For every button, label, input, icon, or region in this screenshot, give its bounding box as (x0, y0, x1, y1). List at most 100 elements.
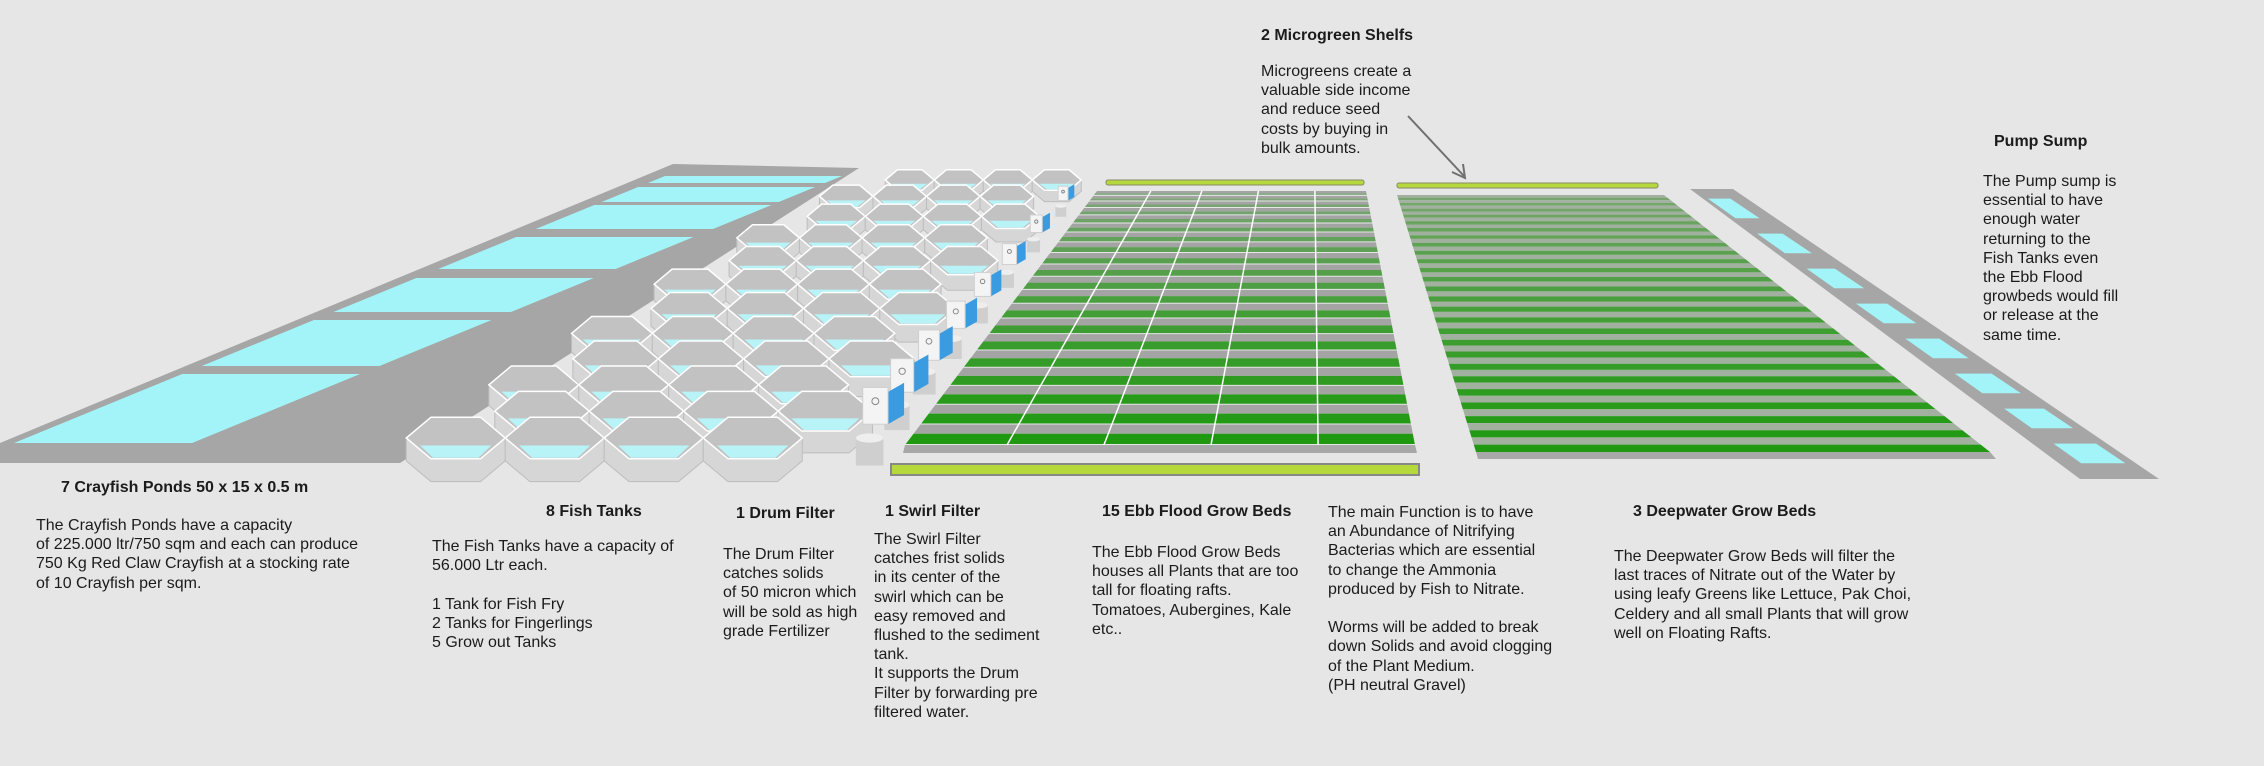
deepwater-rim (1412, 246, 1735, 251)
deepwater-grow-bed (1403, 214, 1693, 218)
tank-water (791, 418, 860, 431)
grow-bed-rim (1086, 201, 1369, 205)
swirl-filter (1026, 239, 1041, 253)
deepwater-rim (1420, 272, 1769, 278)
drum-filter-side (1068, 184, 1075, 201)
filters (855, 184, 1075, 466)
arrow-head (1451, 163, 1467, 180)
drum-filter-icon (925, 337, 933, 345)
deepwater-grow-bed (1407, 227, 1711, 232)
ebb-flood-grow-bed (1058, 236, 1376, 242)
fish-tanks (405, 168, 1083, 483)
drum-filter-icon (1006, 249, 1012, 254)
deepwater-grow-bed (1411, 242, 1730, 247)
deepwater-rim (1397, 195, 1668, 198)
ebb-flood-grow-bed (1042, 258, 1380, 264)
swirl-filter (1055, 206, 1067, 217)
deepwater-rim (1454, 382, 1911, 390)
grow-bed-rim (995, 318, 1392, 326)
swirl-filter-title: 1 Swirl Filter (885, 503, 981, 520)
ebb-flood-grow-bed (1073, 219, 1373, 223)
drum-filter (945, 300, 966, 329)
grow-bed-divider (1103, 190, 1203, 446)
fish-tanks-title: 8 Fish Tanks (546, 503, 642, 520)
fish-tanks-text: The Fish Tanks have a capacity of 56.000… (432, 538, 674, 652)
swirl-filter (998, 272, 1014, 288)
microgreen-title: 2 Microgreen Shelfs (1261, 27, 1414, 44)
deepwater-rim (1418, 263, 1757, 268)
grow-bed-base (903, 445, 1417, 453)
microgreen-text: Microgreens create a valuable side incom… (1261, 63, 1412, 157)
deepwater-rim (1402, 211, 1689, 215)
grow-bed-divider (1314, 190, 1319, 446)
drum-filter-side (939, 326, 953, 361)
ebb-flood-grow-bed (1012, 296, 1388, 303)
sump-chamber (1806, 268, 1865, 289)
deepwater-grow-bed (1434, 317, 1827, 323)
deepwater-grow-bed (1473, 444, 1990, 452)
tank-water (989, 220, 1032, 228)
grow-bed-rim (1062, 232, 1375, 237)
crayfish-pond (201, 320, 492, 366)
tank-water (940, 265, 989, 274)
deepwater-grow-bed (1456, 389, 1919, 396)
drum-filter (918, 329, 940, 361)
deepwater-grow-bed (1425, 286, 1787, 292)
drum-filter-icon (1034, 219, 1039, 224)
grow-bed-rim (1091, 195, 1368, 199)
tank-water (420, 445, 492, 458)
deepwater-grow-bed (1416, 259, 1751, 264)
grow-bed-rim (1037, 264, 1382, 270)
deepwater-grow-bed (1428, 296, 1800, 302)
drum-filter-icon (871, 397, 880, 406)
crayfish-pond (647, 176, 842, 183)
drum-filter (862, 386, 889, 425)
drum-filter (1029, 214, 1043, 234)
deepwater-rim (1408, 231, 1715, 236)
grow-bed-rim (1027, 276, 1384, 283)
microgreen-arrow-icon (1407, 115, 1467, 180)
ebb-flood-grow-bed (1032, 269, 1383, 276)
grow-bed-rim (1095, 191, 1367, 194)
crayfish-text: The Crayfish Ponds have a capacity of 22… (36, 517, 358, 592)
swirl-filter (855, 438, 884, 466)
microgreen-shelf (1396, 182, 1659, 189)
deepwater-grow-beds (1396, 182, 1996, 459)
deepwater-rim (1439, 333, 1848, 340)
deepwater-rim (1443, 345, 1863, 352)
grow-bed-rim (1069, 223, 1374, 228)
deepwater-grow-bed (1445, 351, 1871, 358)
ebb-flood-grow-bed (950, 375, 1404, 385)
deepwater-rim (1410, 238, 1725, 243)
grow-bed-rim (928, 404, 1409, 414)
tank-water (519, 445, 591, 458)
grow-bed-divider (1210, 190, 1260, 446)
drum-filter-icon (952, 308, 959, 315)
deepwater-rim (1432, 311, 1820, 318)
crayfish-pond (14, 374, 361, 443)
swirl-filter-top (1055, 204, 1067, 208)
crayfish-pond (438, 237, 694, 269)
drum-filter-side (913, 354, 929, 393)
ebb-flood-grow-bed (977, 341, 1397, 350)
deepwater-grow-bed (1401, 208, 1685, 212)
ebb-flood-grow-bed (1066, 227, 1374, 232)
ebb-flood-grow-bed (1094, 193, 1367, 195)
pump-sump-title: Pump Sump (1994, 133, 2088, 150)
swirl-filter-top (855, 433, 884, 443)
drum-filter-side (965, 297, 978, 329)
sump-chamber (2053, 443, 2126, 464)
ebb-flood-title: 15 Ebb Flood Grow Beds (1102, 503, 1292, 520)
microgreen-shelf (890, 463, 1420, 476)
grow-bed-rim (1017, 289, 1387, 297)
deepwater-rim (1450, 369, 1894, 377)
grow-bed-rim (970, 350, 1399, 359)
drum-filter-side (1016, 241, 1026, 265)
deepwater-grow-bed (1464, 416, 1954, 424)
pump-sump-text: The Pump sump is essential to have enoug… (1983, 173, 2119, 344)
deepwater-rim (1400, 205, 1682, 209)
deepwater-rim (1436, 322, 1834, 329)
tank-water (717, 445, 789, 458)
tank-water (840, 365, 903, 376)
